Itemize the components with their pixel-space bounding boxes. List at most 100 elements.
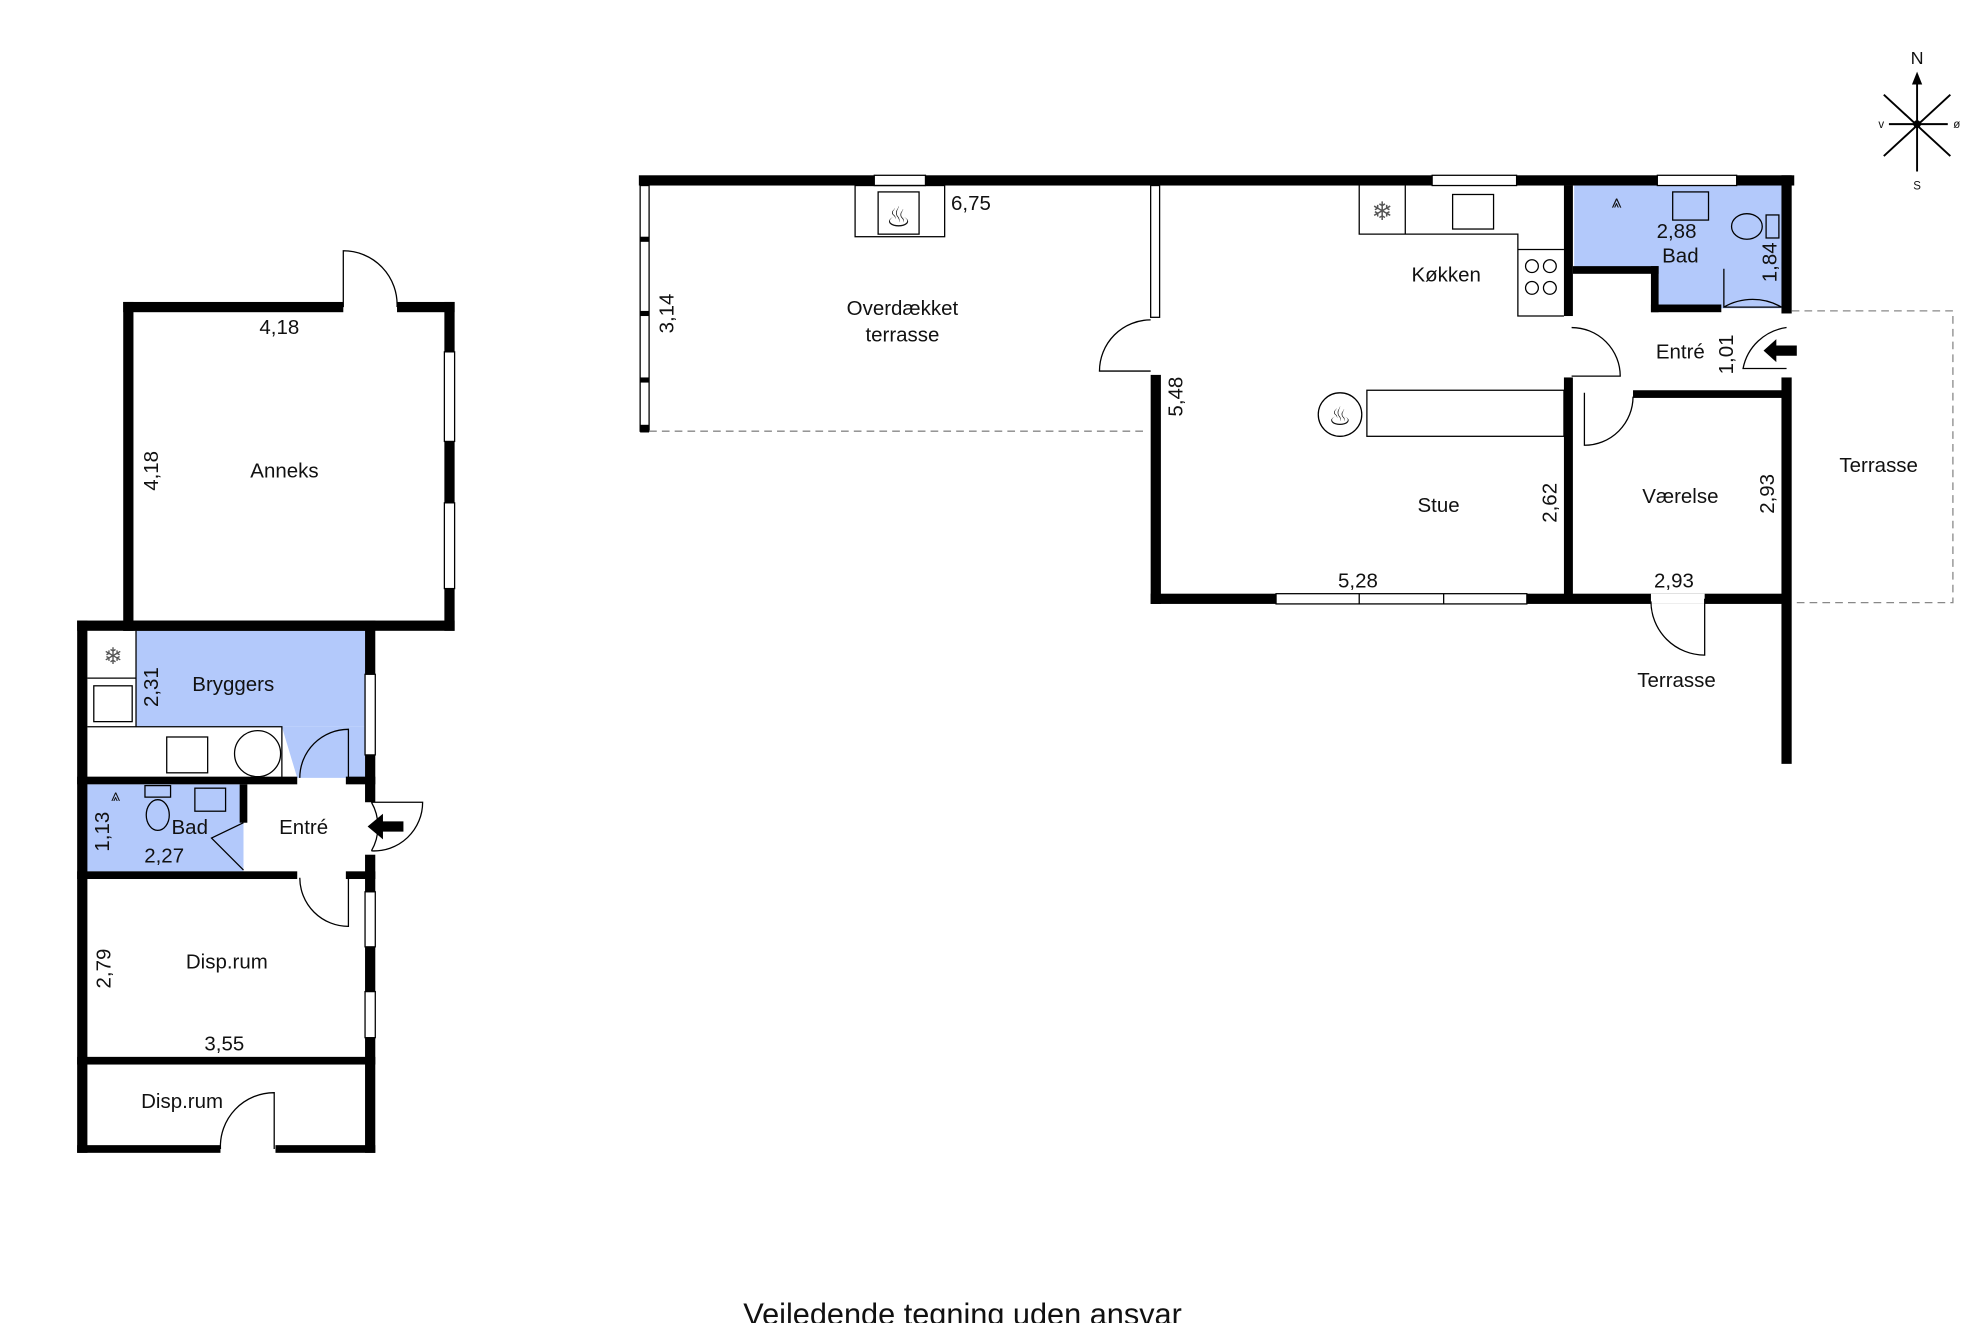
compass-east: ø [1953,119,1960,131]
door-swing [219,1092,275,1150]
window [1275,593,1528,605]
room-label: Bad [1662,244,1698,267]
bryggers-fill-lower [281,726,366,778]
window [364,891,376,948]
dimension-label: 5,28 [1338,569,1378,592]
washer-icon [93,685,133,723]
toilet-tank [1765,214,1780,239]
bath-sink-icon [1672,191,1710,221]
boiler-icon [233,729,282,778]
dimension-label: 2,79 [92,949,115,989]
wall [345,776,376,785]
wall [239,784,248,823]
compass-north: N [1911,48,1924,68]
annex-building: ❄ ⩓ 4,18 4,18 Anneks Bryggers 2,31 Bad 2… [77,250,456,1153]
glazing [639,184,650,432]
dimension-label: 4,18 [259,316,299,339]
disclaimer-caption: Vejledende tegning uden ansvar [743,1296,1182,1323]
wall [397,301,455,313]
room-label: Terrasse [1839,454,1918,477]
entrance-door-swing [1742,326,1787,370]
door-swing [1723,268,1782,309]
bathroom-fill-lower [1658,262,1782,309]
stove-fireplace [1317,392,1363,437]
dimension-label: 3,55 [204,1032,244,1055]
wall [77,776,298,785]
wall [77,1145,221,1153]
wall [123,301,134,631]
window [364,990,376,1039]
toilet-icon [1730,213,1763,240]
window [1431,174,1518,187]
door-swing [1571,326,1621,377]
room-label: Entré [279,816,328,839]
dimension-label: 1,84 [1758,242,1781,282]
door-swing [342,250,398,308]
wall [77,1056,376,1065]
wall [345,871,376,880]
glazing [1150,184,1161,318]
room-label: Køkken [1412,263,1481,286]
wall [1650,266,1659,313]
door-swing [1098,319,1151,372]
mullion [640,424,650,433]
dimension-label: 2,93 [1654,569,1694,592]
door-swing [299,875,350,927]
wall [1781,377,1792,764]
mullion [640,236,650,242]
dimension-label: 3,14 [655,294,678,334]
window [1656,174,1738,187]
compass-south: S [1913,180,1921,192]
utility-counter [87,630,283,778]
fireplace [854,184,946,238]
wall [1650,304,1722,313]
dimension-label: 2,27 [144,844,184,867]
wall [1563,185,1573,317]
room-label: Bryggers [192,673,274,696]
bath-sink-icon [194,787,227,812]
stove-icon [1524,259,1557,295]
window [443,351,456,443]
utility-sink-icon [166,736,209,774]
wall [1781,175,1792,314]
wall [275,1145,376,1153]
shower-icon: ⩓ [111,786,121,805]
room-label: Disp.rum [186,951,268,974]
fireplace-box [877,191,920,235]
wall [444,301,455,631]
entrance-arrow-icon [367,813,404,840]
toilet-tank [144,784,172,798]
dimension-label: 5,48 [1165,377,1188,417]
door-gap [1650,593,1705,604]
room-label: Stue [1417,494,1459,517]
dimension-label: 2,62 [1538,483,1561,523]
window [443,502,456,590]
window [364,673,376,756]
wall [1563,377,1573,598]
room-label: Disp.rum [141,1090,223,1113]
room-label: Bad [172,816,208,839]
dimension-label: 2,31 [140,667,163,707]
toilet-icon [145,799,170,832]
room-label: Værelse [1642,485,1718,508]
wall [77,620,376,631]
door-swing [1650,598,1706,656]
wall [1633,390,1785,398]
shower-icon: ⩓ [1611,191,1621,211]
room-label: Terrasse [1637,669,1716,692]
dimension-label: 1,01 [1715,334,1738,374]
door-swing [299,728,350,780]
door-swing [1583,392,1634,446]
room-label: Overdækket [847,297,959,320]
wall [1572,266,1659,274]
sink-icon [1451,193,1495,230]
room-label: Anneks [250,459,318,482]
wall [1150,374,1161,604]
dimension-label: 6,75 [951,192,991,215]
freezer-icon: ❄ [103,643,122,669]
dimension-label: 4,18 [140,451,163,491]
kitchen-counter [1358,185,1564,317]
door-swing [210,822,244,871]
bryggers-fill [136,630,366,727]
